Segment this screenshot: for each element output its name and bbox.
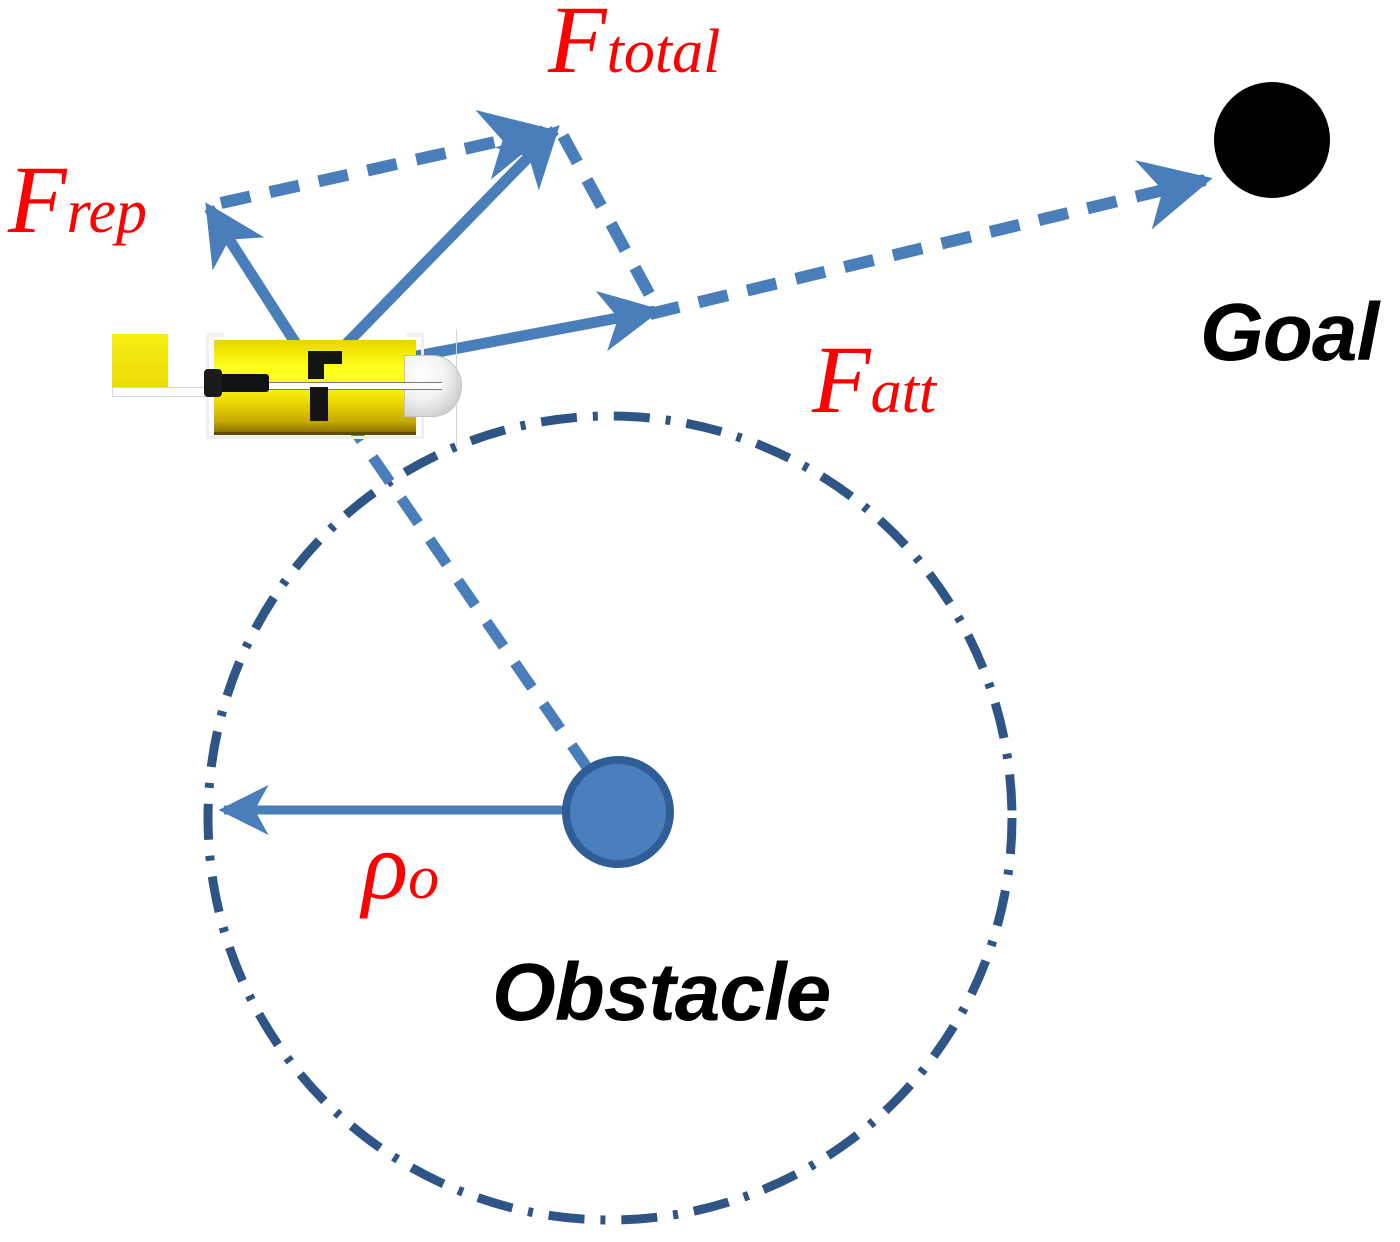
robot-tail-block	[112, 334, 168, 389]
goal-marker[interactable]	[1214, 82, 1330, 198]
robot-upper-fin	[308, 351, 324, 379]
robot-frame-top-left	[206, 333, 224, 337]
robot-thruster	[207, 374, 269, 392]
obstacle-marker[interactable]	[562, 756, 674, 868]
influence-region-circle	[203, 411, 1017, 1225]
f-total-label: Ftotal	[548, 0, 720, 88]
goal-label: Goal	[1200, 287, 1379, 378]
robot-bounding-divider	[456, 329, 457, 447]
auv-robot[interactable]	[110, 325, 465, 450]
f-rep-base: F	[8, 146, 67, 253]
obstacle-label: Obstacle	[492, 947, 831, 1038]
f-total-vector	[312, 125, 560, 379]
f-total-subscript: total	[606, 18, 721, 86]
f-total-base: F	[548, 0, 607, 93]
robot-thruster-cap	[204, 369, 222, 397]
goal-direction-line	[648, 160, 1213, 320]
f-att-label: Fatt	[812, 332, 936, 428]
robot-centre-band	[214, 382, 442, 390]
rho-o-base: ρ	[362, 812, 409, 919]
f-att-subscript: att	[870, 358, 937, 426]
f-rep-label: Frep	[8, 152, 147, 248]
robot-frame-top-right	[406, 333, 424, 337]
parallelogram-side-b	[557, 133, 657, 300]
rho-o-label: ρo	[362, 818, 439, 914]
parallelogram-side-a	[219, 109, 553, 209]
obstacle-direction-line	[311, 371, 627, 822]
rho-o-subscript: o	[408, 844, 440, 912]
robot-lower-fin	[310, 387, 328, 421]
f-rep-subscript: rep	[66, 178, 147, 246]
f-att-base: F	[812, 326, 871, 433]
